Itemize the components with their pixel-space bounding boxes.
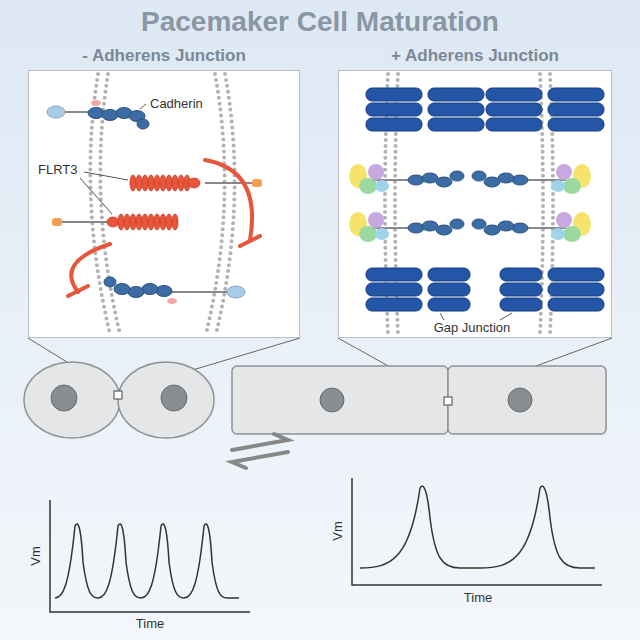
axis-label: Time	[464, 590, 492, 606]
protein-label: Cadherin	[150, 96, 203, 112]
panel-heading: + Adherens Junction	[339, 46, 611, 66]
panel-heading: - Adherens Junction	[29, 46, 299, 66]
structure-label: Gap Junction	[434, 320, 511, 336]
zoom-panel: + Adherens Junction	[338, 70, 612, 338]
title: Pacemaker Cell Maturation	[0, 6, 640, 38]
axis-label: Vm	[330, 521, 346, 541]
protein-label: FLRT3	[38, 162, 78, 178]
axis-label: Time	[136, 616, 164, 632]
axis-label: Vm	[28, 546, 44, 566]
